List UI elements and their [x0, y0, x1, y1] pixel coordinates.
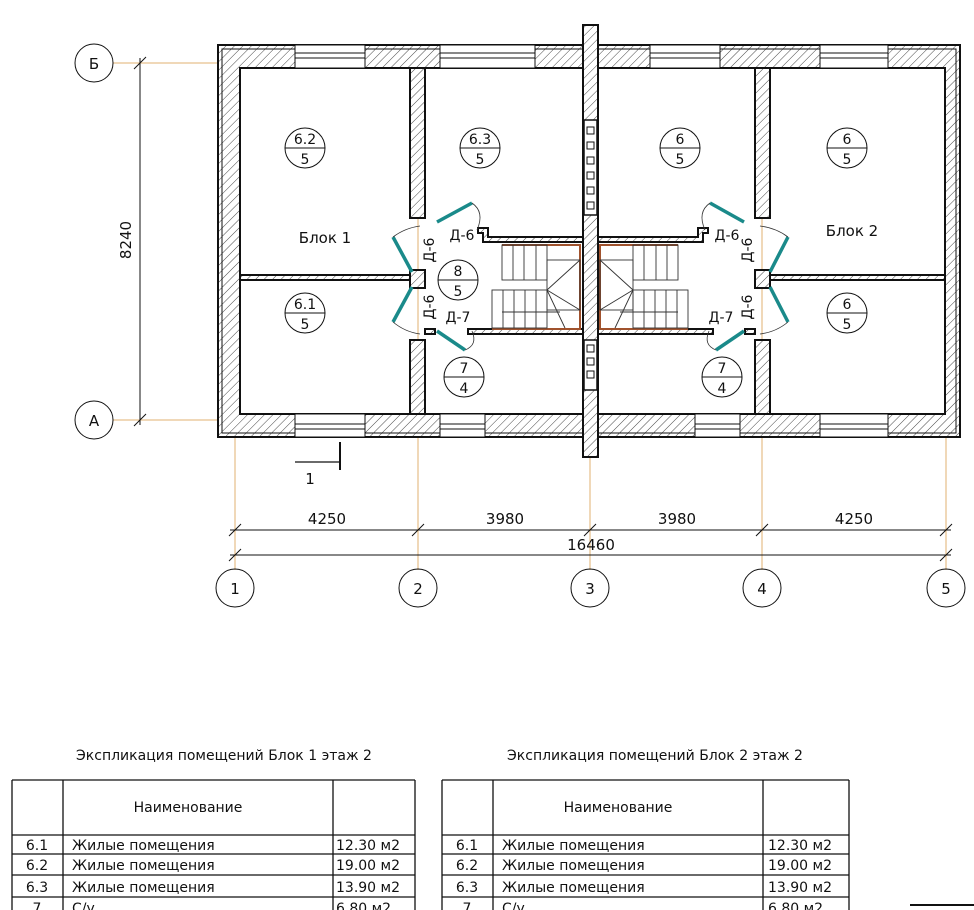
svg-text:1: 1 [230, 580, 240, 598]
svg-text:19.00 м2: 19.00 м2 [336, 858, 400, 874]
door-labels: Д-6 Д-6 Д-6 Д-7 Д-6 Д-6 Д-6 Д-7 [422, 228, 756, 326]
room-tag: 6.15 [284, 292, 326, 334]
svg-text:1: 1 [305, 470, 315, 488]
block-1-label: Блок 1 [299, 229, 351, 247]
svg-text:Д-6: Д-6 [422, 237, 438, 262]
svg-text:Жилые помещения: Жилые помещения [72, 880, 215, 896]
svg-text:6.2: 6.2 [26, 858, 48, 874]
svg-text:Наименование: Наименование [134, 800, 243, 816]
svg-text:С/у: С/у [72, 901, 95, 910]
svg-text:5: 5 [676, 152, 685, 168]
svg-text:5: 5 [301, 317, 310, 333]
svg-text:Наименование: Наименование [564, 800, 673, 816]
svg-text:Жилые помещения: Жилые помещения [502, 880, 645, 896]
room-tag: 65 [659, 127, 701, 169]
svg-text:Жилые помещения: Жилые помещения [72, 838, 215, 854]
svg-text:6.80 м2: 6.80 м2 [336, 901, 391, 910]
svg-text:Жилые помещения: Жилые помещения [72, 858, 215, 874]
block-2-label: Блок 2 [826, 222, 878, 240]
room-schedule-block-1: Экспликация помещений Блок 1 этаж 2 Наим… [11, 748, 416, 910]
svg-text:7: 7 [460, 361, 469, 377]
room-tag: 85 [437, 259, 479, 301]
room-tag: 74 [443, 356, 485, 398]
svg-text:5: 5 [476, 152, 485, 168]
svg-text:Жилые помещения: Жилые помещения [502, 858, 645, 874]
svg-text:6.2: 6.2 [294, 132, 316, 148]
svg-text:Д-7: Д-7 [709, 310, 734, 326]
svg-text:6.3: 6.3 [26, 880, 48, 896]
svg-text:13.90 м2: 13.90 м2 [768, 880, 832, 896]
svg-text:4250: 4250 [308, 510, 346, 528]
svg-text:С/у: С/у [502, 901, 525, 910]
svg-text:3980: 3980 [486, 510, 524, 528]
svg-text:6: 6 [843, 132, 852, 148]
svg-text:5: 5 [454, 284, 463, 300]
axis-markers-letters: Б А [74, 43, 114, 440]
room-tag: 74 [701, 356, 743, 398]
vent-ducts [586, 126, 595, 379]
svg-text:6.80 м2: 6.80 м2 [768, 901, 823, 910]
table-title: Экспликация помещений Блок 1 этаж 2 [76, 748, 372, 764]
svg-text:12.30 м2: 12.30 м2 [336, 838, 400, 854]
svg-text:6.1: 6.1 [456, 838, 478, 854]
svg-text:5: 5 [843, 152, 852, 168]
svg-text:6: 6 [676, 132, 685, 148]
svg-text:4: 4 [460, 381, 469, 397]
svg-text:Д-6: Д-6 [422, 294, 438, 319]
svg-text:7: 7 [718, 361, 727, 377]
svg-text:8: 8 [454, 264, 463, 280]
room-tag: 65 [826, 127, 868, 169]
svg-text:7: 7 [463, 901, 472, 910]
svg-text:13.90 м2: 13.90 м2 [336, 880, 400, 896]
svg-text:6: 6 [843, 297, 852, 313]
room-tag: 6.35 [459, 127, 501, 169]
door-swings [391, 201, 790, 352]
axis-markers-numbers: 1 2 3 4 5 [215, 568, 966, 608]
svg-text:Б: Б [89, 55, 99, 73]
svg-text:5: 5 [941, 580, 951, 598]
section-mark: 1 [295, 442, 341, 488]
windows [294, 44, 889, 438]
svg-text:Д-6: Д-6 [715, 228, 740, 244]
svg-text:6.1: 6.1 [26, 838, 48, 854]
svg-text:3: 3 [585, 580, 595, 598]
svg-text:5: 5 [843, 317, 852, 333]
svg-text:16460: 16460 [567, 536, 615, 554]
svg-text:6.1: 6.1 [294, 297, 316, 313]
svg-text:Д-6: Д-6 [740, 237, 756, 262]
room-tag: 65 [826, 292, 868, 334]
staircase-left [491, 244, 581, 330]
svg-text:6.3: 6.3 [456, 880, 478, 896]
svg-text:2: 2 [413, 580, 423, 598]
svg-text:4: 4 [757, 580, 767, 598]
svg-text:3980: 3980 [658, 510, 696, 528]
room-tags: 6.25 6.35 65 65 6.15 65 85 74 74 [284, 127, 868, 398]
svg-text:5: 5 [301, 152, 310, 168]
svg-text:8240: 8240 [117, 221, 135, 259]
svg-text:Жилые помещения: Жилые помещения [502, 838, 645, 854]
svg-text:Д-6: Д-6 [740, 294, 756, 319]
table-title: Экспликация помещений Блок 2 этаж 2 [507, 748, 803, 764]
svg-text:6.2: 6.2 [456, 858, 478, 874]
svg-text:4250: 4250 [835, 510, 873, 528]
staircase-right [599, 244, 689, 330]
room-tag: 6.25 [284, 127, 326, 169]
svg-text:Д-7: Д-7 [446, 310, 471, 326]
svg-text:7: 7 [33, 901, 42, 910]
height-dimension: 8240 [117, 56, 147, 427]
svg-text:6.3: 6.3 [469, 132, 491, 148]
room-schedule-block-2: Экспликация помещений Блок 2 этаж 2 Наим… [441, 748, 850, 910]
svg-text:Д-6: Д-6 [450, 228, 475, 244]
svg-text:12.30 м2: 12.30 м2 [768, 838, 832, 854]
svg-text:А: А [89, 412, 100, 430]
svg-text:19.00 м2: 19.00 м2 [768, 858, 832, 874]
svg-text:4: 4 [718, 381, 727, 397]
dimension-lines: 4250 3980 3980 4250 16460 [228, 510, 953, 562]
